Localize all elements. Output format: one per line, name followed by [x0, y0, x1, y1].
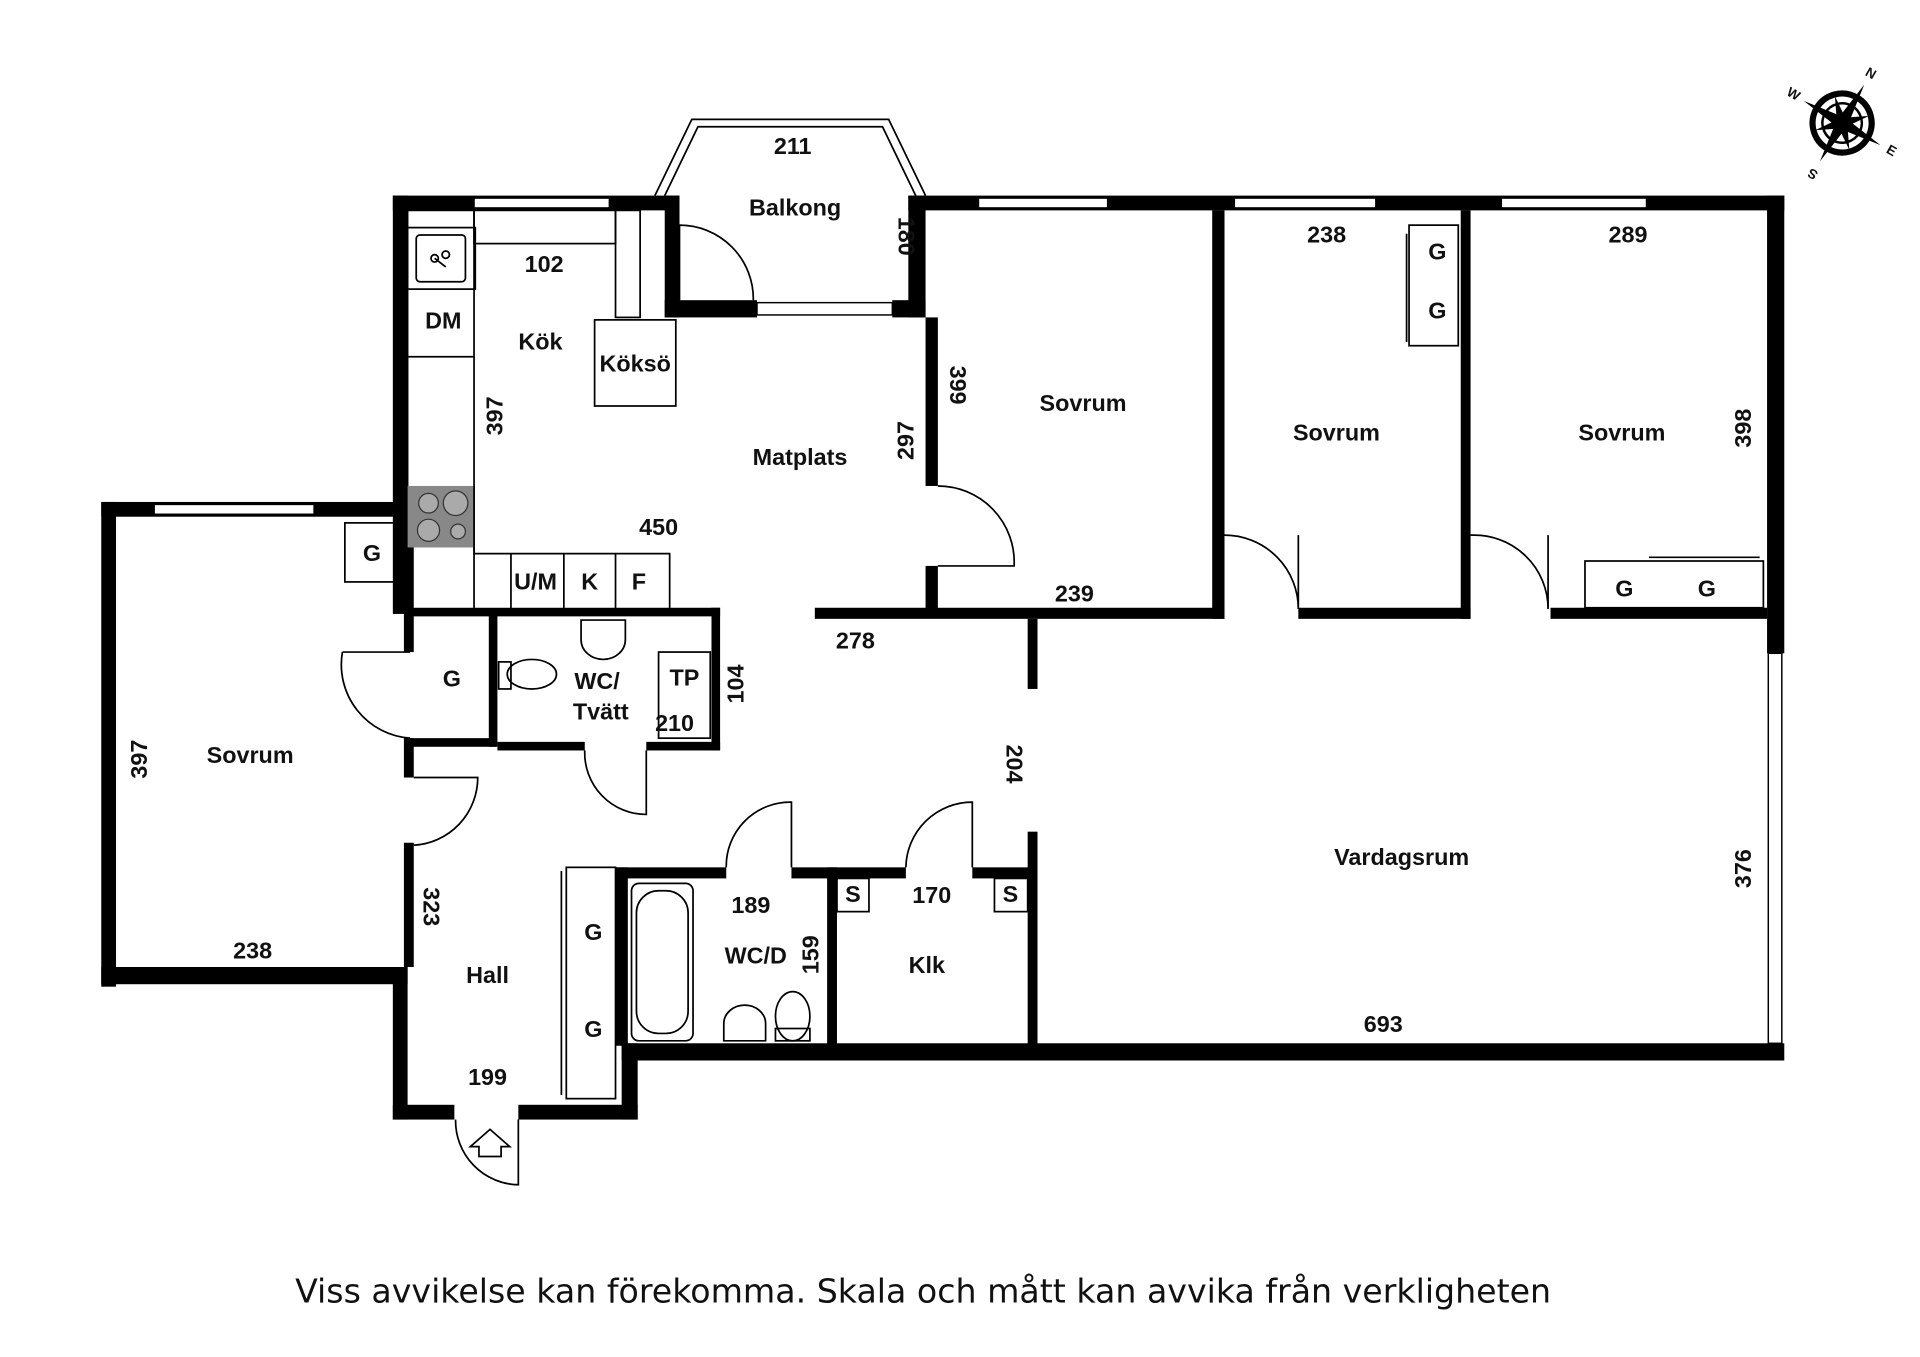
room-label-wc-tvatt: Tvätt — [573, 699, 629, 725]
dimension: 159 — [798, 935, 824, 974]
dimension: 399 — [945, 366, 971, 405]
toilet-icon — [774, 990, 811, 1042]
dimension: 238 — [1307, 221, 1346, 247]
room-label-kok: Kök — [518, 328, 563, 354]
wardrobe-label: G — [584, 919, 602, 945]
dimension: 297 — [892, 421, 918, 460]
dimension: 239 — [1055, 581, 1094, 607]
wardrobe-label: G — [1698, 576, 1716, 602]
storage-label: S — [845, 881, 861, 907]
compass-rose-icon: N E S W — [1784, 64, 1899, 182]
entrance-arrow-icon — [468, 1128, 513, 1158]
disclaimer-text: Viss avvikelse kan förekomma. Skala och … — [295, 1272, 1551, 1311]
wardrobe-label: G — [1428, 298, 1446, 324]
storage-label: S — [1003, 881, 1019, 907]
dimension: 693 — [1364, 1011, 1403, 1037]
room-label-sovrum: Sovrum — [1578, 419, 1665, 445]
room-label-hall: Hall — [466, 962, 509, 988]
washbasin-icon — [580, 619, 627, 661]
freezer-label: F — [632, 568, 646, 594]
kitchen-island — [593, 319, 677, 407]
washbasin-icon — [722, 1004, 767, 1042]
room-label-balkong: Balkong — [749, 194, 841, 220]
kitchen-sink-icon — [415, 234, 467, 283]
compass-w: W — [1784, 84, 1803, 103]
windows — [153, 197, 1783, 1045]
balcony-railing — [654, 118, 927, 196]
dimension: 170 — [912, 882, 951, 908]
dimension: 199 — [468, 1064, 507, 1090]
wardrobe-label: G — [1428, 239, 1446, 265]
compass-e: E — [1884, 142, 1899, 159]
room-label-wc-d: WC/D — [725, 942, 787, 968]
dimension: 397 — [481, 396, 507, 435]
room-label-kokso: Köksö — [600, 351, 671, 377]
room-label-klk: Klk — [909, 952, 946, 978]
dimension: 104 — [722, 665, 748, 704]
oven-microwave-label: U/M — [514, 568, 557, 594]
room-label-vardagsrum: Vardagsrum — [1334, 844, 1469, 870]
closets — [343, 224, 1765, 1100]
stove-icon — [407, 485, 475, 548]
wardrobe-label: G — [1615, 576, 1633, 602]
dimension: 397 — [126, 740, 152, 779]
dimension: 211 — [774, 133, 812, 159]
dimension: 238 — [233, 937, 272, 963]
fixture-labels: DM U/M K F TP G G G G G G G G S S — [363, 239, 1716, 1043]
dimension-labels: 211 180 102 397 450 297 278 399 239 238 … — [126, 133, 1756, 1090]
dishwasher-label: DM — [425, 308, 461, 334]
dimension: 376 — [1730, 849, 1756, 888]
dimension: 278 — [836, 627, 875, 653]
doors — [340, 224, 1549, 1186]
compass-s: S — [1805, 165, 1820, 182]
wardrobe-label: G — [363, 540, 381, 566]
interior-walls — [403, 210, 1768, 1046]
dryer-label: TP — [669, 664, 699, 690]
room-label-matplats: Matplats — [753, 444, 848, 470]
dimension: 189 — [731, 892, 770, 918]
dimension: 289 — [1609, 221, 1648, 247]
compass-n: N — [1863, 64, 1879, 82]
dimension: 102 — [525, 251, 564, 277]
dimension: 204 — [1002, 745, 1028, 784]
dimension: 210 — [655, 710, 694, 736]
dimension: 323 — [419, 887, 445, 926]
bathtub-icon — [630, 882, 694, 1042]
dimension: 398 — [1730, 409, 1756, 448]
exterior-walls — [101, 195, 1785, 1120]
room-label-sovrum: Sovrum — [207, 742, 294, 768]
dimension: 180 — [893, 217, 919, 256]
dimension: 450 — [639, 514, 678, 540]
room-label-sovrum: Sovrum — [1293, 419, 1380, 445]
room-label-wc-tvatt: WC/ — [574, 668, 620, 694]
room-label-sovrum: Sovrum — [1040, 390, 1127, 416]
room-labels: Balkong Kök Köksö Matplats Sovrum Sovrum… — [207, 194, 1666, 988]
fridge-label: K — [581, 568, 598, 594]
wardrobe-label: G — [584, 1016, 602, 1042]
wardrobe-label: G — [443, 666, 461, 692]
toilet-icon — [497, 658, 558, 690]
kitchen-fixtures — [406, 209, 677, 610]
